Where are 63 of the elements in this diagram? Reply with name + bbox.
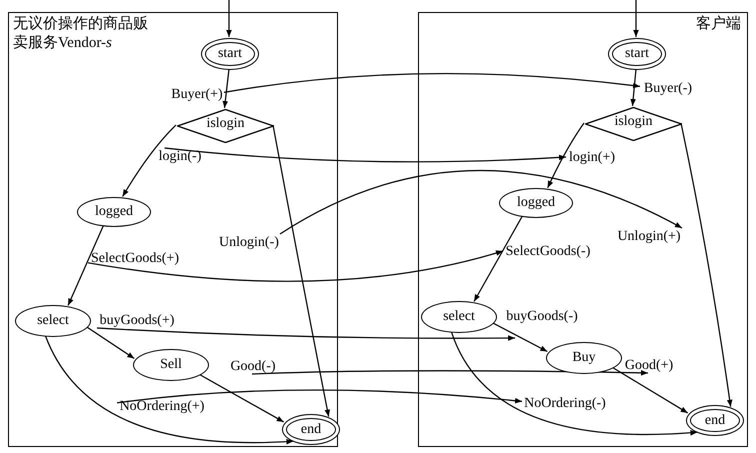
state-ellipse [15,305,91,337]
arrow [612,366,688,414]
state-label: end [300,422,322,436]
state-label: Sell [160,358,182,372]
arrow [680,122,732,407]
arrow [633,0,639,37]
state-label: end [704,414,726,428]
arrow [280,170,682,235]
state-label: logged [94,205,134,219]
state-label: start [624,47,650,61]
state-label: select [443,310,475,324]
swimlane-panel [8,12,338,447]
arrow [122,124,176,197]
state-label: select [37,314,69,328]
arrow [226,0,232,37]
start-state [201,38,259,70]
state-ellipse [546,342,622,374]
transition-label: NoOrdering(+) [118,399,206,415]
arrow [96,327,516,341]
transition-label: login(+) [567,150,617,166]
arrow [116,389,522,404]
state-label: Buy [572,351,596,365]
arrow [450,332,698,436]
arrow [474,216,523,302]
lane-title: 无议价操作的商品贩卖服务Vendor-s [13,15,149,53]
decision-diamond [177,109,274,143]
arrow [547,122,584,188]
state-label: logged [516,196,556,210]
lane-title: 客户端 [695,15,741,34]
state-ellipse [133,349,209,381]
arrow [68,225,104,306]
transition-label: Good(+) [623,358,675,374]
transition-label: SelectGoods(-) [504,244,592,260]
arrow [272,124,330,417]
transition-label: buyGoods(+) [98,313,176,329]
arrow [224,73,640,93]
end-state [686,405,744,436]
arrow [164,147,566,162]
decision-diamond [585,107,682,141]
arrow [222,68,230,108]
state-label: start [218,47,242,61]
arrow [630,68,637,106]
transition-label: Unlogin(+) [615,229,683,245]
state-ellipse [421,301,497,333]
arrow [44,336,294,444]
arrow [198,374,284,422]
arrow [252,370,648,376]
transition-label: buyGoods(-) [505,309,579,339]
transition-label: Buyer(-) [641,81,695,97]
decision-label: islogin [614,115,653,129]
arrow [88,250,504,282]
arrow [86,326,135,360]
transition-label: Good(-) [229,359,277,375]
start-state [608,38,666,70]
arrow [492,322,548,352]
swimlane-panel [418,12,748,447]
transition-label: SelectGoods(+) [89,251,181,267]
transition-label: login(-) [156,149,204,165]
transition-label: NoOrdering(-) [523,396,607,412]
transition-label: Buyer(+) [169,87,225,103]
transition-label: Unlogin(-) [217,235,281,251]
decision-label: islogin [206,117,245,131]
end-state [282,414,340,445]
